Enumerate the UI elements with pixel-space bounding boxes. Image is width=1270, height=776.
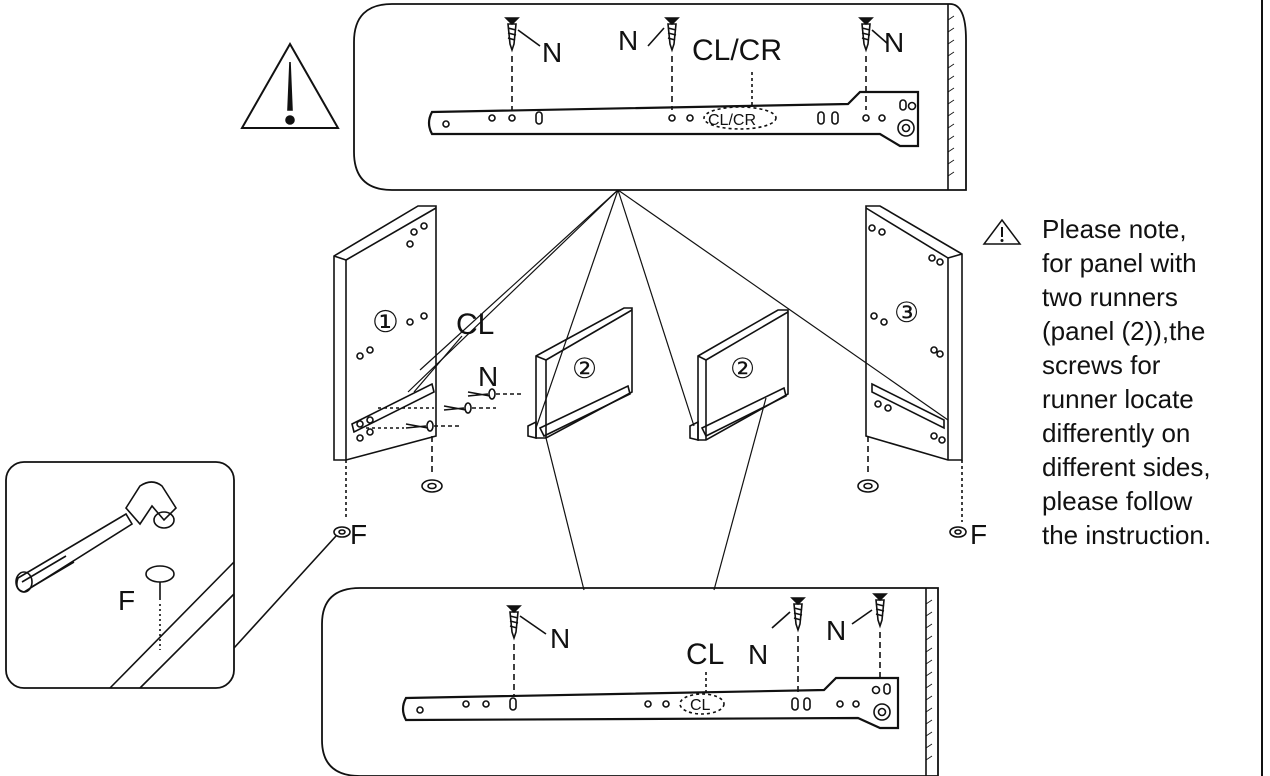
panel-number-2a: ② xyxy=(572,352,597,385)
note-line: please follow xyxy=(1042,486,1193,516)
note-line: different sides, xyxy=(1042,452,1211,482)
screw-icon xyxy=(851,593,888,682)
cl-label: CL xyxy=(456,308,494,341)
note-line: two runners xyxy=(1042,282,1178,312)
screw-icon xyxy=(504,17,541,110)
foot-label: F xyxy=(350,519,367,550)
note-line: (panel (2)),the xyxy=(1042,316,1206,346)
screw-icon xyxy=(858,17,889,110)
note-line: for panel with xyxy=(1042,248,1197,278)
screw-icon xyxy=(467,388,522,400)
note-line: runner locate xyxy=(1042,384,1194,414)
panel-1 xyxy=(333,205,437,520)
screw-icon xyxy=(771,597,806,696)
note-line: differently on xyxy=(1042,418,1191,448)
top-detail-box xyxy=(353,3,967,191)
note-line: the instruction. xyxy=(1042,520,1212,550)
panel-number-2b: ② xyxy=(730,352,755,385)
screw-label: N xyxy=(884,27,904,58)
small-warning-icon xyxy=(982,218,1022,245)
cl-label: CL xyxy=(686,638,724,671)
screw-icon xyxy=(443,402,496,414)
foot-glide-icon xyxy=(333,526,351,538)
warning-triangle-icon xyxy=(240,41,340,129)
diagram-labels: N N N CL/CR CL/CR ① ② ② ③ CL N F F F N C… xyxy=(118,25,987,714)
panel-2-left xyxy=(527,307,633,440)
hammer-icon xyxy=(15,481,178,593)
screw-label: N xyxy=(618,25,638,56)
note-line: Please note, xyxy=(1042,214,1187,244)
screw-label: N xyxy=(542,37,562,68)
panel-number-3: ③ xyxy=(894,296,919,329)
panel-number-1: ① xyxy=(372,305,399,340)
screw-icon xyxy=(647,17,680,110)
screw-label: N xyxy=(550,623,570,654)
cl-cr-label: CL/CR xyxy=(692,34,782,67)
screw-label: N xyxy=(748,639,768,670)
foot-glide-icon xyxy=(421,436,443,493)
panel-3 xyxy=(865,205,963,522)
panel-2-right xyxy=(689,309,789,442)
note-line: screws for xyxy=(1042,350,1161,380)
nail-glide-icon xyxy=(145,565,175,650)
foot-glide-icon xyxy=(949,526,967,538)
assembly-note: Please note, for panel with two runners … xyxy=(982,212,1266,552)
screw-label: N xyxy=(478,361,498,392)
hammer-inset-box xyxy=(5,461,337,689)
screw-icon xyxy=(506,605,547,696)
foot-glide-icon xyxy=(857,436,879,493)
screw-label: N xyxy=(826,615,846,646)
screw-icon xyxy=(405,420,460,432)
cl-cr-runner-label: CL/CR xyxy=(708,112,756,129)
foot-label: F xyxy=(118,585,135,616)
foot-label: F xyxy=(970,519,987,550)
cl-runner-label: CL xyxy=(690,697,711,714)
